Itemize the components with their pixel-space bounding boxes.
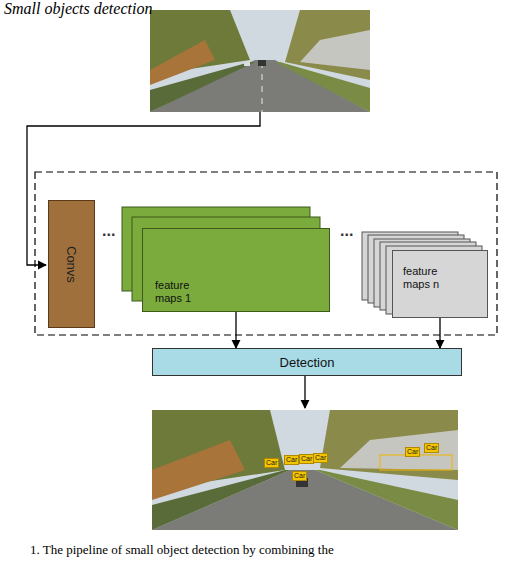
ellipsis: ... [102,222,115,240]
output-photo [152,410,458,530]
detection-label: Car [264,458,279,468]
conv-block: Convs [48,200,95,328]
detection-label: Car [313,453,328,463]
ellipsis: ... [340,222,353,240]
input-photo [150,10,370,112]
feature-map-card: feature maps 1 [142,228,330,312]
feature-map-card: feature maps n [392,250,488,318]
detection-box: Detection [152,348,462,376]
flow-arrow [235,312,236,348]
figure-title: Small objects detection [4,0,152,18]
node-text: feature maps n [403,265,447,291]
flow-arrow [439,318,440,348]
node-text: feature maps 1 [155,279,199,305]
node-text: Convs [64,246,79,283]
detection-label: Car [405,447,420,457]
detection-label: Car [292,471,307,481]
output-arrow [304,376,305,408]
detection-label: Car [284,455,299,465]
node-text: Detection [280,355,335,370]
network-frame [35,172,497,335]
detection-label: Car [424,443,439,453]
figure-caption: 1. The pipeline of small object detectio… [30,542,334,558]
detection-label: Car [299,454,314,464]
